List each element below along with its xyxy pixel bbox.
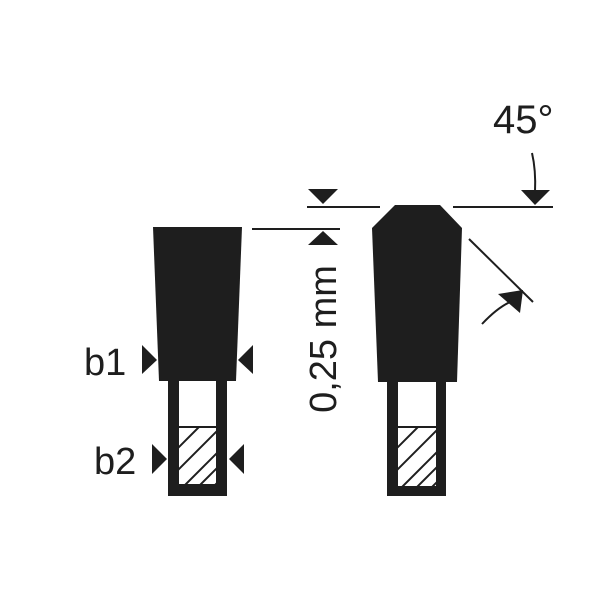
bevel-arrow-icon [498, 290, 523, 313]
b1-left-arrow-icon [142, 345, 157, 374]
b1-right-arrow-icon [238, 345, 253, 374]
b2-right-arrow-icon [229, 444, 244, 474]
label-b2: b2 [94, 441, 136, 483]
dimension-arrow-down-icon [308, 189, 338, 204]
label-angle: 45° [493, 98, 554, 142]
left-hatch [179, 427, 216, 484]
label-b1: b1 [84, 342, 126, 384]
bevel-line [468, 238, 534, 303]
angle-arrow-down-icon [521, 190, 550, 205]
angle-leader [531, 152, 537, 193]
b2-left-arrow-icon [152, 444, 167, 474]
left-tooth [153, 227, 242, 496]
right-tooth [372, 205, 462, 496]
label-projection: 0,25 mm [303, 265, 345, 413]
bevel-leader [481, 301, 511, 325]
right-tooth-tip [372, 205, 462, 382]
dimension-arrow-up-icon [308, 231, 338, 245]
left-tooth-tip [153, 227, 242, 381]
right-hatch [398, 427, 436, 486]
